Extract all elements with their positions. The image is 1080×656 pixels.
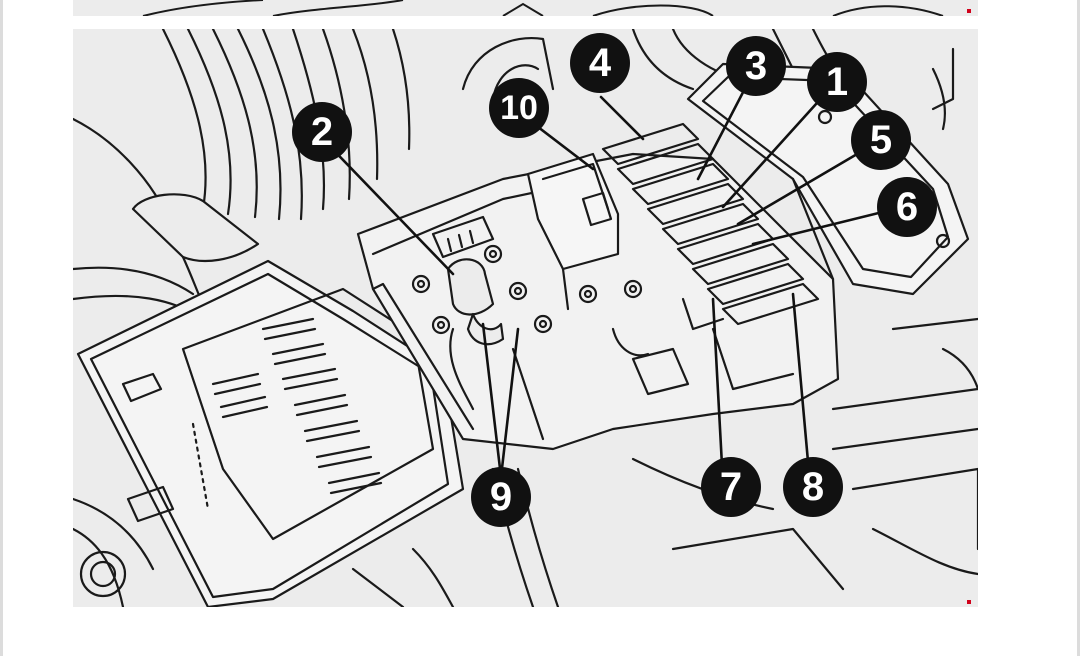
callout-3: 3: [726, 36, 786, 96]
callout-label: 2: [311, 110, 333, 154]
callout-label: 1: [826, 60, 848, 104]
callout-label: 7: [720, 465, 742, 509]
page-left-edge: [0, 0, 3, 656]
page-marker-top: [967, 9, 971, 13]
callout-9: 9: [471, 467, 531, 527]
callout-10: 10: [489, 78, 549, 138]
callout-7: 7: [701, 457, 761, 517]
callout-label: 4: [589, 41, 612, 85]
callout-label: 5: [870, 118, 892, 162]
fuse-box-illustration: 1 2 3 4 5 6 7 8: [73, 29, 978, 607]
previous-figure-strip: [73, 0, 978, 16]
callout-4: 4: [570, 33, 630, 93]
fuse-box-diagram: 1 2 3 4 5 6 7 8: [73, 29, 978, 607]
page-marker-bottom: [967, 600, 971, 604]
callout-label: 8: [802, 465, 824, 509]
callout-5: 5: [851, 110, 911, 170]
callout-2: 2: [292, 102, 352, 162]
page-right-edge: [1077, 0, 1080, 656]
callout-1: 1: [807, 52, 867, 112]
callout-8: 8: [783, 457, 843, 517]
callout-label: 3: [745, 44, 767, 88]
callout-6: 6: [877, 177, 937, 237]
callout-label: 10: [500, 89, 538, 127]
callout-label: 9: [490, 475, 512, 519]
callout-label: 6: [896, 185, 918, 229]
